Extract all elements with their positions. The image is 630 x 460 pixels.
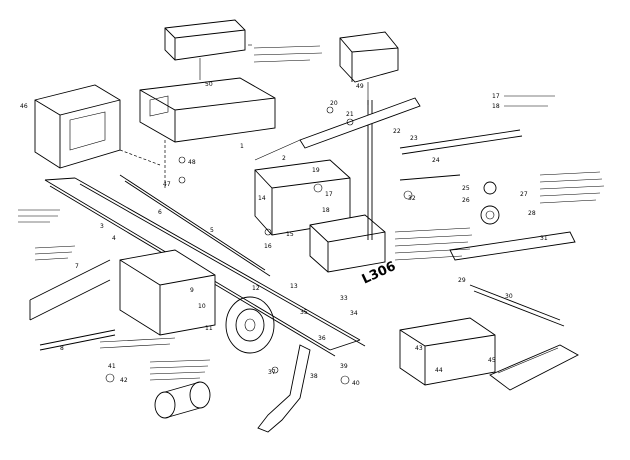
- upper-center-box: [139, 77, 276, 188]
- part-number: 37: [268, 369, 276, 376]
- center-assembly: [254, 159, 386, 273]
- part-number: 16: [264, 243, 272, 250]
- part-number: 20: [330, 100, 338, 107]
- part-number: 32: [408, 195, 416, 202]
- part-number: 24: [432, 157, 440, 164]
- part-number: 40: [352, 380, 360, 387]
- part-number: 19: [312, 167, 320, 174]
- left-note-block: [18, 209, 76, 261]
- part-number: 25: [462, 185, 470, 192]
- part-number: 10: [198, 303, 206, 310]
- part-number: 14: [258, 195, 266, 202]
- part-number: 33: [340, 295, 348, 302]
- part-number: 31: [540, 235, 548, 242]
- part-number: 23: [410, 135, 418, 142]
- part-number: 8: [60, 345, 64, 352]
- upper-left-housing: [34, 84, 161, 169]
- upper-diagonal-bar: [254, 97, 421, 161]
- part-number: 22: [393, 128, 401, 135]
- part-number: 6: [158, 209, 162, 216]
- part-number: 28: [528, 210, 536, 217]
- part-number: 2: [282, 155, 286, 162]
- right-note-block: [539, 171, 605, 204]
- top-right-box: [339, 31, 399, 105]
- part-number: 42: [120, 377, 128, 384]
- part-number: 13: [290, 283, 298, 290]
- part-number: 50: [205, 81, 213, 88]
- part-number: 3: [100, 223, 104, 230]
- part-number: 26: [462, 197, 470, 204]
- legend-key-18: 18: [492, 103, 500, 110]
- lower-right-plate: [489, 344, 579, 391]
- part-number: 12: [252, 285, 260, 292]
- part-number: 9: [190, 287, 194, 294]
- right-components: [399, 129, 576, 327]
- part-number: 21: [346, 111, 354, 118]
- part-number: 47: [163, 181, 171, 188]
- legend-key-17: 17: [492, 93, 500, 100]
- part-number: 5: [210, 227, 214, 234]
- part-number: 46: [20, 103, 28, 110]
- mid-right-note-block: [394, 227, 473, 261]
- drive-wheel: [225, 296, 275, 354]
- part-number: 29: [458, 277, 466, 284]
- part-number: 1: [240, 143, 244, 150]
- part-number: 49: [356, 83, 364, 90]
- part-number: 17: [325, 191, 333, 198]
- part-number: 35: [300, 309, 308, 316]
- part-number: 34: [350, 310, 358, 317]
- part-number: 7: [75, 263, 79, 270]
- lower-right-box-1: [399, 317, 496, 386]
- part-number: 36: [318, 335, 326, 342]
- part-number: 38: [310, 373, 318, 380]
- lower-left-cylinder: [154, 381, 211, 419]
- part-number: 27: [520, 191, 528, 198]
- fasteners: [105, 106, 413, 385]
- part-number: 15: [286, 231, 294, 238]
- lower-left-assembly: [29, 249, 216, 351]
- top-center-note: [248, 44, 323, 63]
- part-number: 39: [340, 363, 348, 370]
- part-number: 30: [505, 293, 513, 300]
- part-number: 48: [188, 159, 196, 166]
- legend: 17 18: [492, 93, 555, 110]
- part-number: 11: [205, 325, 213, 332]
- pedal-lever: [257, 344, 311, 433]
- top-center-cover-box: [164, 19, 246, 80]
- part-number: 43: [415, 345, 423, 352]
- lower-center-note-block: [99, 337, 211, 381]
- part-number: 45: [488, 357, 496, 364]
- part-callouts: 1 2 3 4 5 6 7 8 9 10 11 12 13 14 15 16 1…: [20, 81, 548, 387]
- part-number: 18: [322, 207, 330, 214]
- part-number: 4: [112, 235, 116, 242]
- part-number: 41: [108, 363, 116, 370]
- part-number: 44: [435, 367, 443, 374]
